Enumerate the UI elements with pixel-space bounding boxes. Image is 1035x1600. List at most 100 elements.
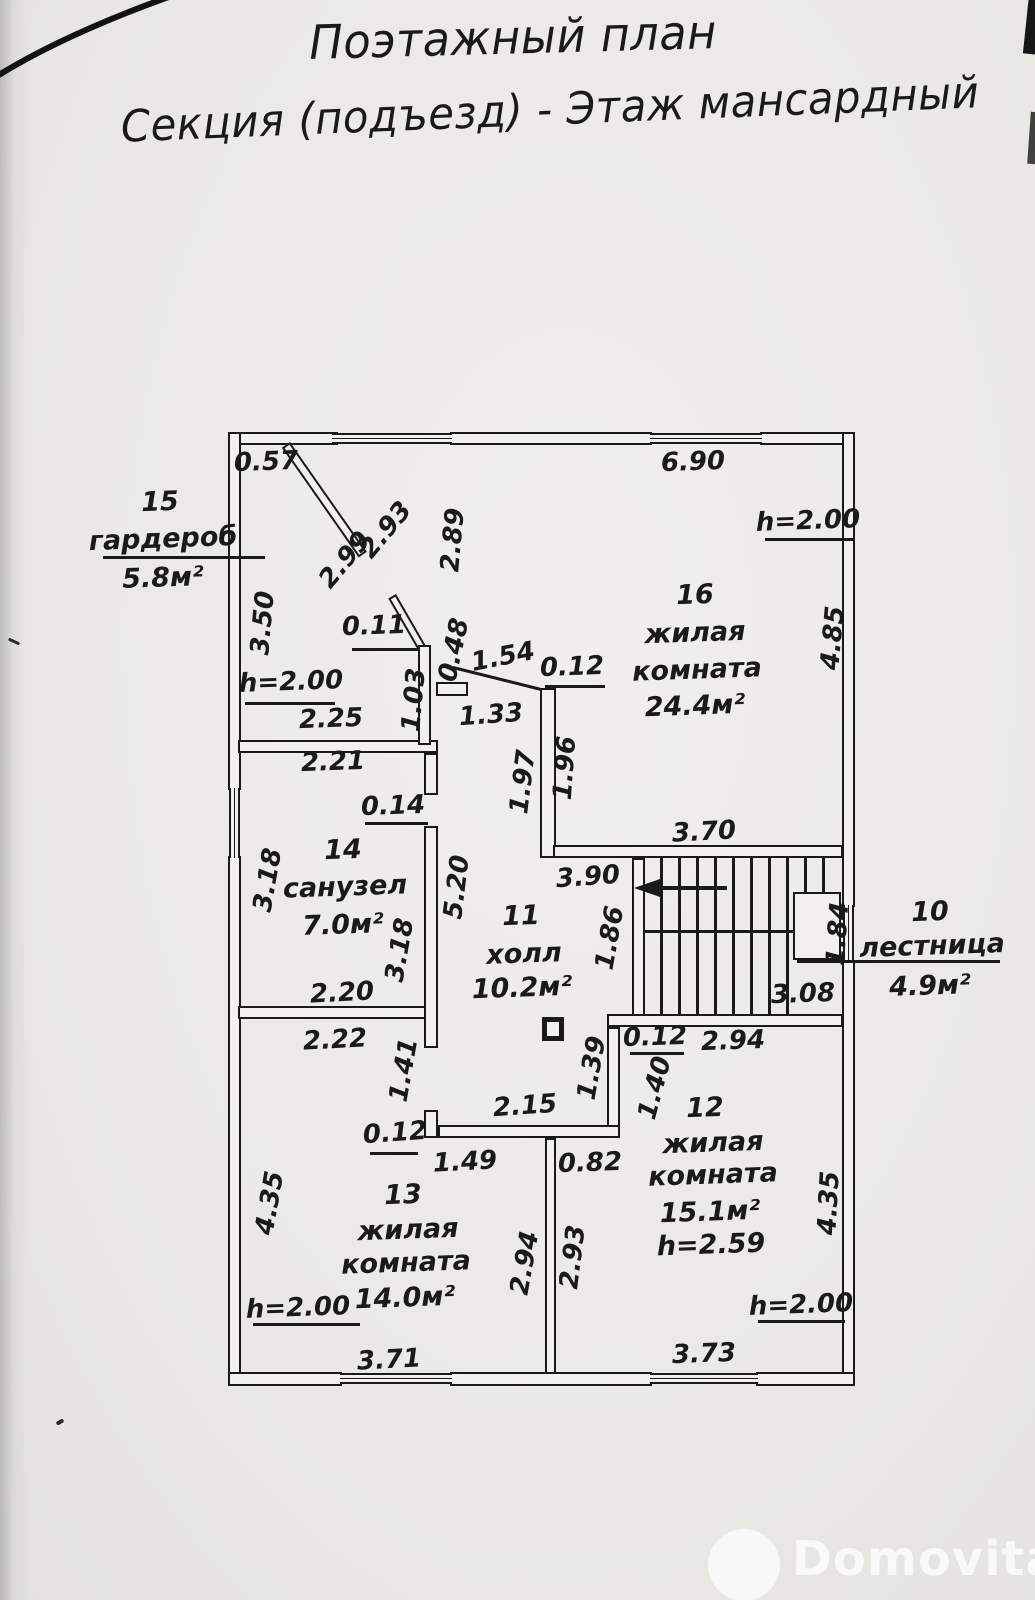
room-label-13: 14.0м²	[354, 1280, 456, 1316]
scan-artifact-edge	[1027, 111, 1035, 165]
dimension-label: 0.12	[539, 650, 605, 684]
dimension-line	[545, 685, 605, 688]
room-label-12: комната	[647, 1157, 779, 1193]
wall-door-pier	[436, 682, 468, 696]
wall-outer-bottom	[450, 1372, 652, 1386]
dimension-label: 2.99	[312, 525, 378, 595]
window	[229, 788, 240, 858]
dimension-label: 2.21	[300, 745, 366, 779]
scan-speck	[7, 637, 21, 646]
wall-stair-south	[607, 1014, 843, 1027]
wall-outer-top	[450, 432, 652, 445]
room-label-11: холл	[485, 937, 563, 971]
wall-room15-room14	[238, 740, 438, 753]
dimension-label: 3.18	[379, 915, 421, 985]
room-label-13: жилая	[356, 1212, 460, 1248]
dimension-label: 1.84	[820, 900, 856, 968]
wall-room13-room12	[545, 1138, 556, 1374]
room-label-10: 10	[910, 895, 950, 929]
dimension-label: 3.73	[671, 1337, 737, 1371]
dimension-label: 2.22	[302, 1023, 368, 1057]
dimension-label: h=2.00	[245, 1291, 351, 1325]
wall-outer-bottom	[756, 1372, 855, 1386]
dimension-label: 2.15	[491, 1088, 559, 1124]
wall-outer-left	[228, 432, 241, 790]
room-label-10: 4.9м²	[888, 969, 972, 1003]
room-label-12: жилая	[661, 1125, 765, 1161]
dimension-label: 3.08	[770, 977, 836, 1011]
stair-tread	[768, 858, 771, 1014]
stair-tread	[660, 858, 663, 1014]
room-label-15: 5.8м²	[121, 561, 205, 595]
wall-jog-vertical	[418, 645, 431, 745]
dimension-label: 3.71	[356, 1343, 422, 1377]
stair-divider-line	[645, 930, 793, 933]
stair-direction-arrow	[657, 886, 727, 890]
stair-landing	[793, 892, 841, 960]
dimension-label: 1.97	[504, 748, 542, 816]
height-line	[765, 538, 853, 541]
window	[843, 905, 854, 962]
dimension-label: 0.11	[341, 609, 407, 643]
dimension-label: 2.25	[298, 702, 364, 736]
room-label-12: h=2.59	[656, 1227, 766, 1263]
window	[340, 1373, 452, 1384]
dimension-label: 2.94	[504, 1228, 546, 1298]
room-label-12: 15.1м²	[659, 1194, 761, 1230]
stair-tread	[822, 858, 825, 892]
dimension-line	[370, 1152, 418, 1155]
wall-hall-west	[424, 753, 438, 795]
room-label-11: 11	[501, 899, 541, 933]
page-title: Поэтажный план	[308, 5, 718, 71]
room-label-15: гардероб	[88, 520, 238, 558]
stair-tread	[678, 858, 681, 1014]
room-label-16: комната	[631, 652, 763, 688]
dimension-label: 4.85	[815, 604, 851, 672]
wall-room13-north	[438, 1125, 620, 1138]
stair-tread	[696, 858, 699, 1014]
wall-outer-left	[228, 856, 241, 1386]
dimension-line	[630, 1052, 684, 1055]
watermark: Domovita	[700, 1505, 1035, 1600]
dimension-label: 1.41	[383, 1035, 425, 1105]
dimension-label: 0.82	[557, 1146, 623, 1180]
dimension-label: 0.14	[360, 789, 426, 823]
wall-outer-top	[760, 432, 855, 445]
dimension-label: h=2.00	[755, 504, 861, 538]
watermark-text: Domovita	[792, 1531, 1035, 1587]
room-label-15: 15	[140, 485, 180, 519]
dimension-label: 2.89	[435, 506, 471, 574]
dimension-label: 6.90	[660, 445, 726, 479]
room-label-11: 10.2м²	[471, 970, 573, 1006]
scan-artifact-edge	[1022, 0, 1035, 55]
dimension-line	[352, 648, 420, 651]
stair-tread	[786, 858, 789, 1014]
wall-hall-west	[424, 826, 438, 1048]
dimension-label: 4.35	[249, 1168, 291, 1238]
stair-tread	[732, 858, 735, 1014]
room-label-14: санузел	[282, 869, 408, 905]
room-label-14: 14	[323, 833, 363, 867]
dimension-label: 2.93	[554, 1223, 592, 1291]
dimension-label: 0.12	[361, 1115, 429, 1151]
column	[542, 1017, 564, 1041]
room-label-16: 16	[675, 578, 715, 612]
room-label-10: лестница	[858, 927, 1006, 965]
stair-tread	[750, 858, 753, 1014]
dimension-label: 1.49	[432, 1145, 498, 1179]
height-line	[253, 1323, 360, 1326]
scan-artifact-corner-curve	[0, 0, 170, 78]
window	[650, 433, 762, 444]
window	[650, 1373, 758, 1384]
room-label-16: 24.4м²	[644, 688, 746, 724]
dimension-label: 2.20	[309, 976, 375, 1010]
scan-speck	[55, 1418, 65, 1426]
room-label-16: жилая	[643, 615, 747, 651]
wall-room16-west	[540, 688, 556, 858]
dimension-label: 2.94	[700, 1024, 766, 1058]
room-label-12: 12	[685, 1091, 725, 1125]
dimension-label: 1.03	[396, 666, 432, 734]
height-line	[245, 702, 335, 705]
dimension-label: 1.33	[457, 697, 525, 733]
